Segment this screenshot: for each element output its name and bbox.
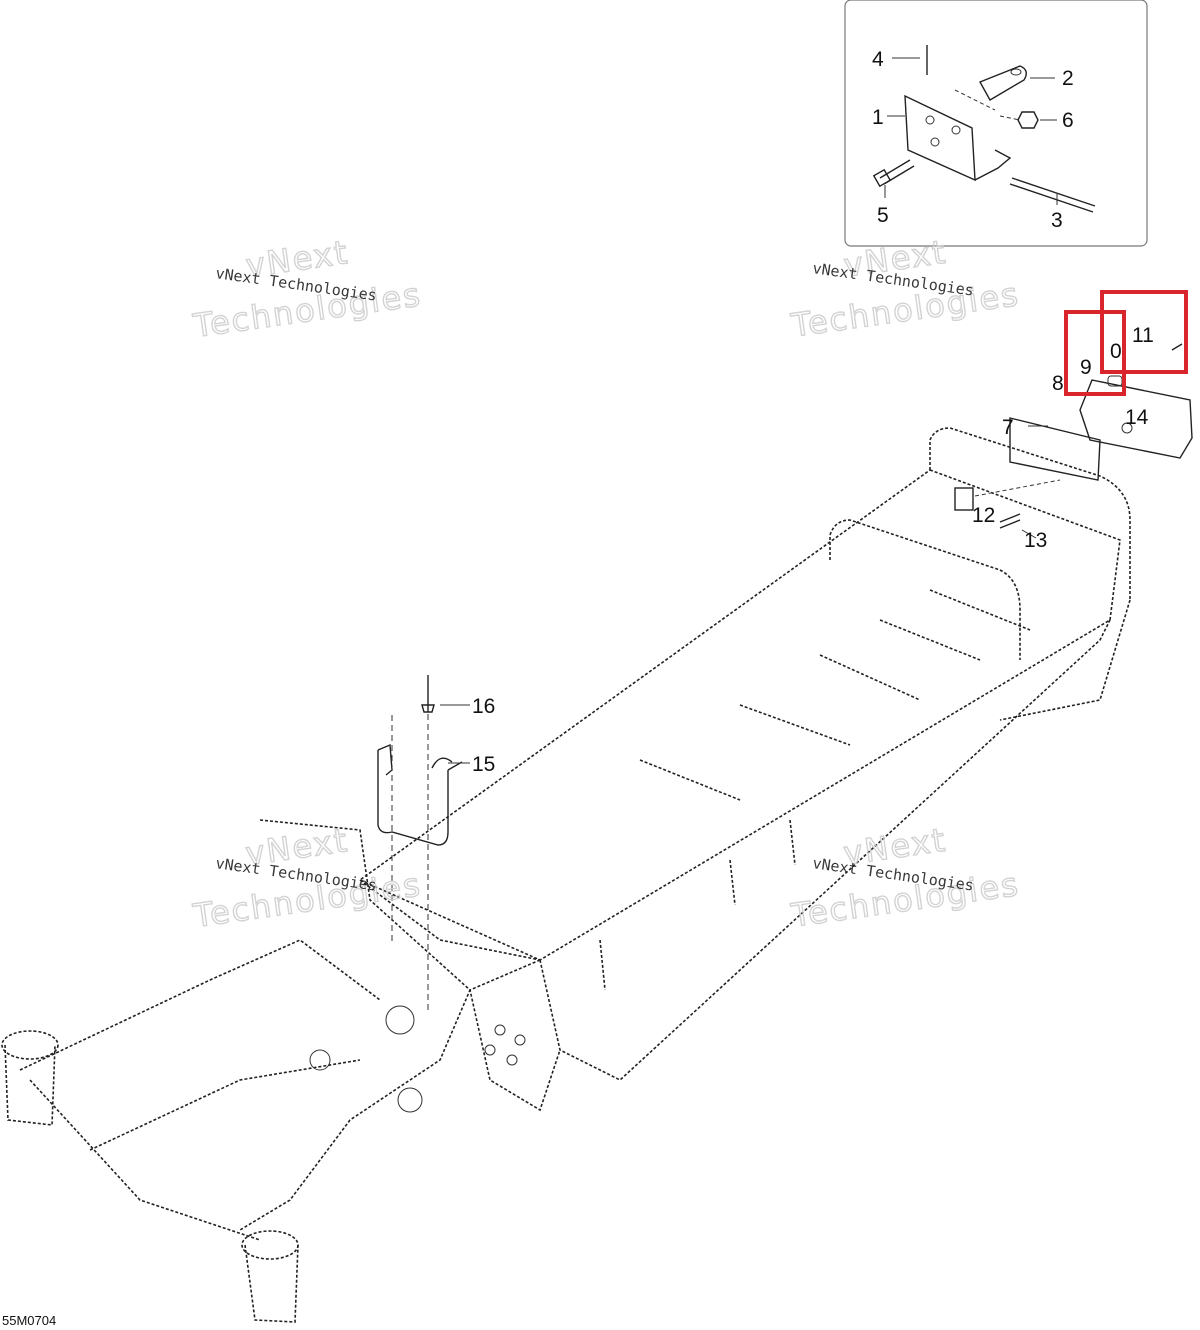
inset-bracket-plate: [904, 94, 976, 182]
callout-16: 16: [472, 695, 495, 718]
chassis-frame: [1, 427, 1131, 1323]
screw: [999, 513, 1021, 529]
speed-nut: [954, 487, 974, 511]
tail-light-housing: [1079, 379, 1193, 459]
rear-bumper: [929, 427, 1131, 600]
callout-12: 12: [972, 504, 995, 527]
front-spindle-right: [241, 1230, 299, 1260]
inset-hitch-tab: [979, 65, 1027, 101]
callout-11: 11: [1132, 324, 1154, 347]
wire-clip: [377, 750, 449, 846]
document-code: 55M0704: [2, 1313, 56, 1328]
clip-and-rivet: [377, 675, 470, 1010]
callout-0: 0: [1110, 340, 1122, 363]
callout-5: 5: [877, 204, 889, 227]
callout-13: 13: [1024, 529, 1047, 552]
callout-2: 2: [1062, 67, 1074, 90]
highlight-box-11: [1100, 290, 1188, 374]
inset-detail: [844, 0, 1148, 247]
fasteners-12-13: [954, 479, 1061, 539]
highlight-box-9-0: [1064, 310, 1126, 396]
callout-9: 9: [1080, 356, 1092, 379]
highlight-boxes: [1064, 290, 1188, 396]
tunnel-top: [358, 469, 1121, 961]
watermarks: vNext Technologies vNext Technologies vN…: [190, 232, 1023, 936]
callout-8: 8: [1052, 372, 1064, 395]
callout-4: 4: [872, 48, 884, 71]
callout-7: 7: [1002, 416, 1014, 439]
callout-1: 1: [872, 106, 884, 129]
tunnel-side: [539, 619, 1111, 1081]
callout-6: 6: [1062, 109, 1074, 132]
front-frame: [239, 819, 471, 1231]
callout-3: 3: [1051, 209, 1063, 232]
callout-labels: 4 2 1 6 5 3 11 0 9 8 14 7 12 13 16 15: [472, 48, 1154, 776]
callout-15: 15: [472, 753, 495, 776]
side-holes: [309, 1005, 526, 1113]
front-spindle-left: [1, 1030, 59, 1060]
inset-nut: [1017, 111, 1039, 129]
callout-14: 14: [1125, 406, 1149, 429]
inset-long-pin: [1009, 177, 1096, 213]
inset-frame: [844, 0, 1148, 247]
